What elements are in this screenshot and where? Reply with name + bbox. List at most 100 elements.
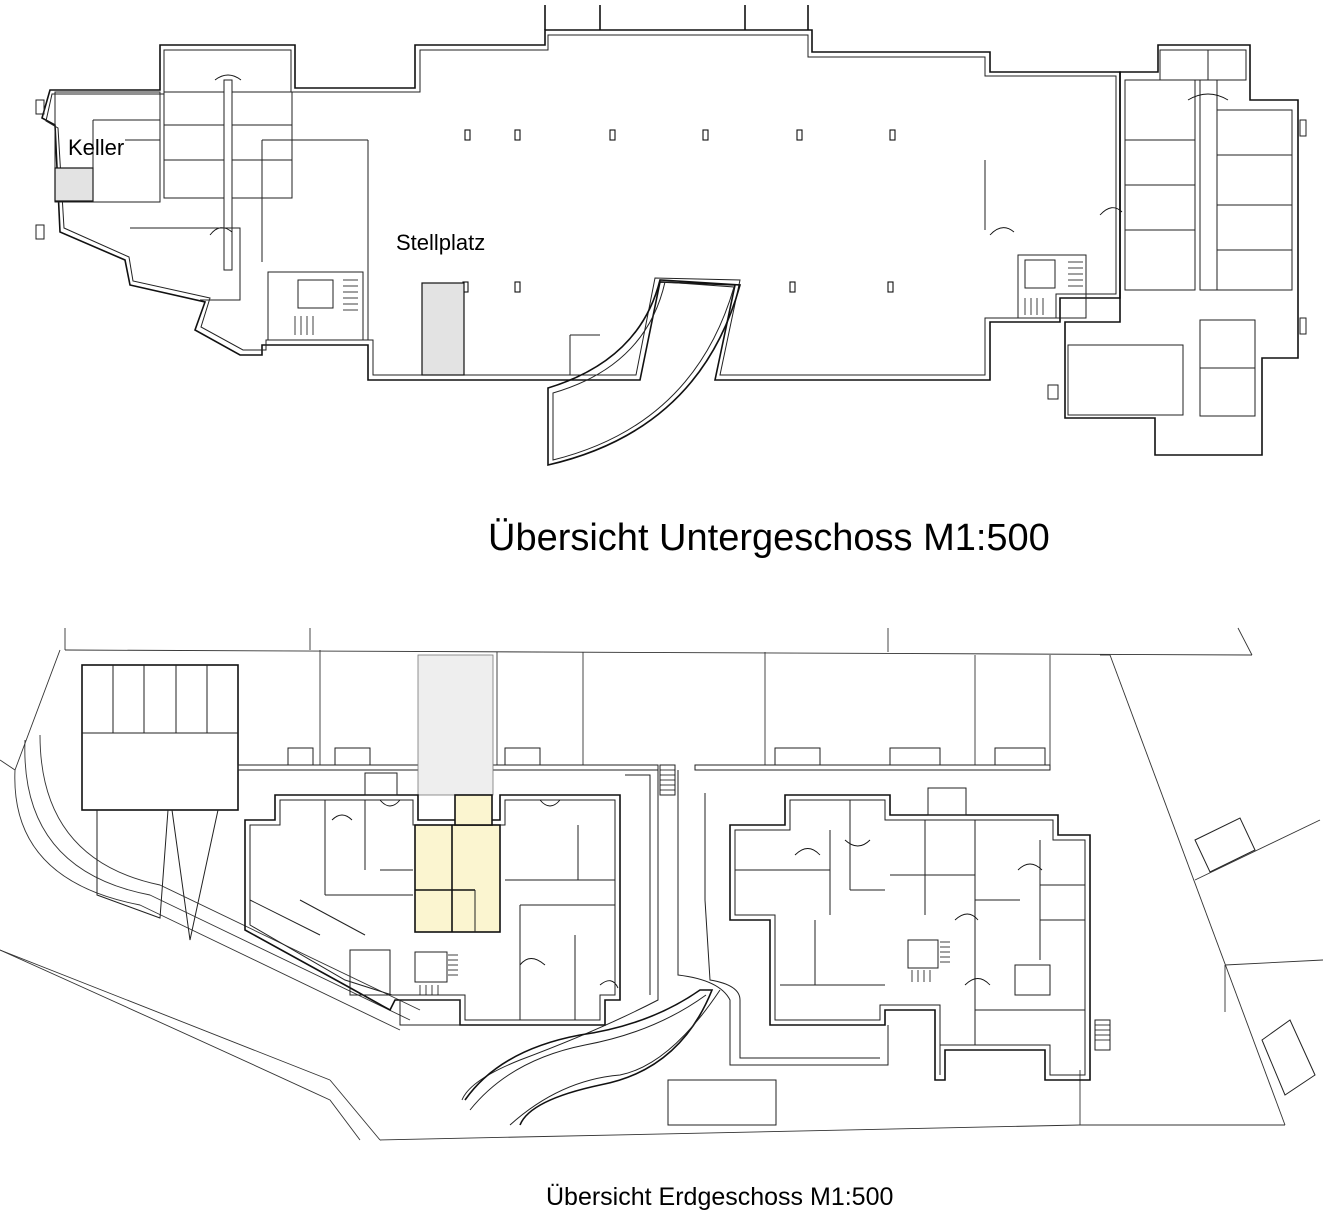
column: [796, 129, 803, 141]
door: [599, 980, 619, 989]
carport-roof: [81, 664, 239, 811]
terraces: [237, 747, 1051, 771]
stair-core: [1017, 254, 1087, 319]
divider: [249, 899, 321, 936]
column: [789, 281, 796, 293]
storage-room: [1199, 319, 1256, 369]
room: [349, 949, 391, 996]
garden-path: [461, 769, 659, 1101]
terrace-edge: [694, 764, 1051, 771]
door: [1099, 207, 1123, 216]
entrance: [399, 999, 461, 1026]
elevator: [297, 279, 334, 309]
outdoor-stair: [660, 769, 675, 791]
light-well: [1047, 384, 1059, 400]
door: [1017, 863, 1043, 871]
door: [519, 958, 546, 966]
elevator: [907, 939, 939, 969]
title-erdgeschoss: Übersicht Erdgeschoss M1:500: [546, 1183, 893, 1211]
corridor-wall: [130, 227, 241, 301]
garden-highlight: [417, 654, 494, 796]
stair-core: [267, 271, 364, 341]
storage-rooms: [163, 91, 225, 199]
storage-room: [1159, 49, 1209, 81]
corridor: [1199, 79, 1218, 291]
column: [889, 129, 896, 141]
door: [954, 913, 979, 921]
left-cellar-block: [35, 74, 364, 341]
column: [887, 281, 894, 293]
door: [794, 848, 821, 856]
storage-rooms: [1216, 109, 1293, 291]
left-building-inner: [249, 799, 616, 1021]
garden-path: [677, 770, 889, 1066]
outdoor-stair: [1095, 1024, 1110, 1041]
entry-canopy: [927, 787, 967, 816]
cellar-room: [54, 91, 161, 203]
elevator: [414, 951, 448, 983]
balcony: [994, 747, 1046, 766]
door: [989, 227, 1015, 236]
ramp-wall: [171, 809, 219, 941]
door: [214, 74, 242, 81]
ramp: [547, 279, 742, 467]
parking-space-highlight: [421, 282, 465, 376]
door: [844, 839, 871, 847]
balcony: [504, 747, 541, 766]
balcony: [774, 747, 821, 766]
title-untergeschoss: Übersicht Untergeschoss M1:500: [488, 517, 1050, 559]
site-lines: [0, 627, 1323, 1141]
ramp-inner: [552, 281, 735, 461]
garden-path: [704, 793, 880, 1059]
corridor: [223, 79, 233, 271]
label-stellplatz: Stellplatz: [396, 230, 485, 255]
elevator: [1024, 259, 1056, 289]
entry-ramp-edge: [469, 994, 707, 1111]
kiosk: [667, 1079, 777, 1126]
balcony: [287, 747, 314, 766]
light-well: [1299, 317, 1307, 335]
light-well: [1299, 119, 1307, 137]
door: [379, 799, 401, 807]
divider: [299, 899, 366, 936]
carport: [81, 664, 239, 941]
column: [702, 129, 709, 141]
stair: [294, 279, 358, 335]
right-building-outline: [729, 794, 1091, 1081]
stair: [1024, 261, 1083, 315]
garden-path: [625, 774, 651, 995]
right-building: [729, 787, 1111, 1081]
right-cellar-block: [989, 44, 1307, 456]
entry-canopy: [364, 772, 398, 796]
garage-inner-outline: [45, 34, 1117, 376]
left-building: [244, 772, 621, 1026]
door: [1187, 93, 1229, 101]
column: [514, 281, 521, 293]
storage-room: [1067, 344, 1184, 416]
entry-ramp: [464, 989, 714, 1126]
apartment-highlight: [414, 824, 501, 933]
stair: [419, 954, 458, 995]
right-building-inner: [734, 799, 1086, 1076]
column: [514, 129, 521, 141]
column: [464, 129, 471, 141]
column: [609, 129, 616, 141]
storage-room: [1199, 367, 1256, 417]
cellar-highlight: [54, 167, 94, 202]
basement-plan: Keller Stellplatz: [35, 5, 1307, 467]
door: [331, 814, 353, 821]
label-keller: Keller: [68, 135, 124, 160]
light-well: [35, 224, 45, 240]
door: [209, 227, 233, 236]
apartment-highlight-terrace: [454, 794, 493, 826]
right-wing-outline: [1064, 44, 1299, 456]
garage-outline: [41, 29, 1121, 381]
stair: [911, 941, 950, 982]
light-well: [35, 99, 45, 115]
ground-floor-plan: [0, 627, 1323, 1141]
balcony: [889, 747, 941, 766]
ramp-wall: [96, 809, 169, 919]
balcony: [334, 747, 371, 766]
storage-room: [1207, 49, 1247, 81]
